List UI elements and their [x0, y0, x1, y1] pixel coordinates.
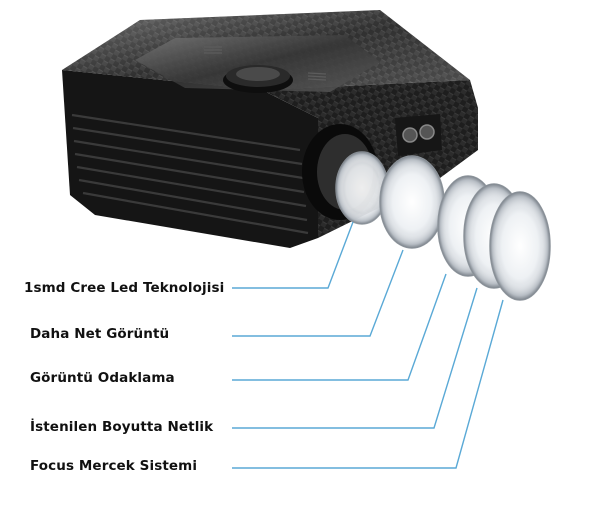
- callout-line-2: [232, 249, 404, 337]
- feature-label-size-clarity: İstenilen Boyutta Netlik: [30, 419, 214, 435]
- feature-label-image-focus: Görüntü Odaklama: [30, 370, 175, 386]
- feature-label-focus-lens-system: Focus Mercek Sistemi: [30, 458, 198, 474]
- callout-line-1: [232, 221, 354, 289]
- projector-body: [62, 10, 478, 248]
- callout-lines: [232, 221, 504, 469]
- feature-label-led-technology: 1smd Cree Led Teknolojisi: [24, 280, 225, 296]
- lens-stack: [335, 151, 551, 301]
- callout-line-5: [232, 299, 504, 469]
- callout-line-3: [232, 273, 447, 381]
- callout-line-4: [232, 287, 478, 429]
- feature-label-sharper-image: Daha Net Görüntü: [30, 326, 170, 342]
